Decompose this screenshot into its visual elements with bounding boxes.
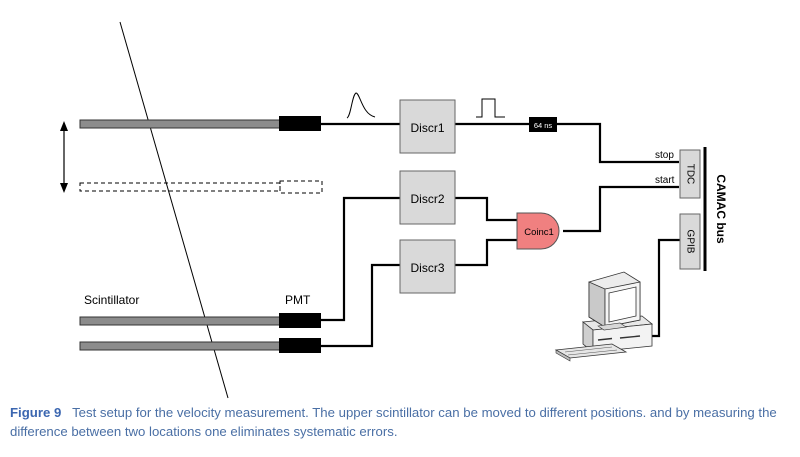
camac-bus-label: CAMAC bus <box>714 174 728 244</box>
upper-scintillator <box>79 119 281 129</box>
coinc-label: Coinc1 <box>524 227 554 238</box>
figure-label: Figure 9 <box>10 405 62 420</box>
discr2-label: Discr2 <box>410 192 444 206</box>
delay-label: 64 ns <box>534 121 553 130</box>
pulse-shape-icon <box>346 92 376 119</box>
gpib-module <box>679 213 701 270</box>
stop-label: stop <box>655 150 674 161</box>
tdc-label: TDC <box>684 164 695 185</box>
discr1-module <box>399 99 456 154</box>
lower-pmt-1 <box>279 313 321 328</box>
setup-diagram: Scintillator PMT Discr1 Discr2 Discr3 Co… <box>60 21 728 399</box>
signal-wires <box>321 122 680 348</box>
square-pulse-icon <box>476 98 505 118</box>
upper-pmt <box>279 116 321 131</box>
particle-track <box>119 21 229 399</box>
discr2-module <box>399 170 456 225</box>
discr1-label: Discr1 <box>410 121 444 135</box>
gpib-label: GPIB <box>684 230 695 254</box>
coinc-gate <box>516 212 560 250</box>
discr3-module <box>399 239 456 294</box>
discr3-label: Discr3 <box>410 261 444 275</box>
computer-icon <box>554 271 654 362</box>
scintillator-label: Scintillator <box>84 293 139 307</box>
tdc-module <box>679 149 701 199</box>
start-label: start <box>655 175 675 186</box>
figure-caption: Figure 9 Test setup for the velocity mea… <box>10 403 790 441</box>
caption-text: Test setup for the velocity measurement.… <box>10 405 777 439</box>
lower-pmt-2 <box>279 338 321 353</box>
lower-scintillator-2 <box>79 341 281 351</box>
lower-scintillator-1 <box>79 316 281 326</box>
up-down-arrow-icon <box>60 121 68 193</box>
delay-module <box>529 117 557 132</box>
pmt-alt-position <box>279 180 323 194</box>
pmt-label: PMT <box>285 293 311 307</box>
scintillator-alt-position <box>79 182 281 192</box>
